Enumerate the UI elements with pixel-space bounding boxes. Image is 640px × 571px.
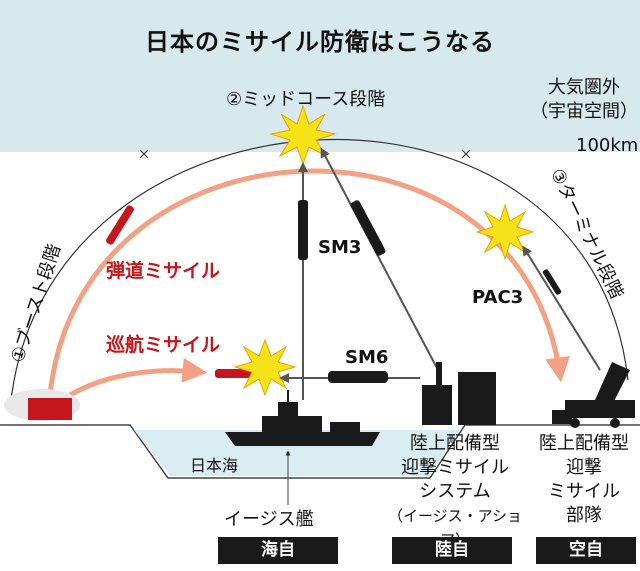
badge-air: 空自 (536, 537, 636, 564)
altitude-label: 100km (576, 135, 639, 156)
ballistic-missile-shape (106, 205, 134, 245)
pac3-label: PAC3 (472, 287, 524, 308)
cruise-missile-shape (215, 369, 257, 378)
aegis-ashore-label: 陸上配備型 迎撃ミサイル システム （イージス・アショア） (380, 432, 530, 552)
pac3-unit-line4: 部隊 (566, 505, 602, 526)
pac3-unit-line1: 陸上配備型 (539, 433, 629, 454)
pac3-unit-line3: ミサイル (548, 481, 620, 502)
ashore-missile-shape (350, 200, 386, 256)
aegis-ship-shape (225, 390, 380, 446)
sm3-missile-shape (298, 200, 308, 260)
space-label-line1: 大気圏外 (548, 77, 620, 98)
pac3-missile-shape (542, 269, 562, 295)
sea-water (134, 430, 460, 476)
aegis-ashore-shape (422, 362, 496, 425)
cruise-missile-label: 巡航ミサイル (106, 334, 221, 356)
sm6-label: SM6 (345, 347, 389, 368)
phase-midcourse-label: ②ミッドコース段階 (226, 89, 386, 110)
pac3-unit-line2: 迎撃 (566, 457, 602, 478)
pac3-path (522, 245, 601, 371)
sm6-missile-shape (328, 371, 388, 383)
sea-name: 日本海 (190, 456, 239, 475)
pac3-launcher-shape (552, 362, 635, 428)
launcher-vehicle (28, 398, 72, 420)
sm3-label: SM3 (318, 237, 362, 258)
ashore-path (320, 147, 439, 371)
explosion-cruise (233, 338, 297, 397)
badge-army: 陸自 (392, 537, 512, 564)
phase-tick-2 (461, 149, 471, 159)
badge-navy: 海自 (218, 537, 338, 564)
aegis-ship-label: イージス艦 (224, 509, 314, 530)
space-label-line2: （宇宙空間） (530, 101, 638, 122)
explosion-terminal (475, 203, 535, 261)
pac3-unit-label: 陸上配備型 迎撃 ミサイル 部隊 (528, 432, 640, 528)
space-band (0, 0, 640, 152)
cruise-trajectory (68, 357, 208, 398)
phase-arc (9, 138, 629, 411)
aegis-ashore-line3: システム (419, 481, 491, 502)
ballistic-missile-label: 弾道ミサイル (106, 260, 221, 282)
page-title: 日本のミサイル防衛はこうなる (145, 28, 495, 56)
aegis-ashore-line1: 陸上配備型 (410, 433, 500, 454)
space-label: 大気圏外 （宇宙空間） (528, 76, 640, 124)
phase-tick-1 (139, 149, 149, 159)
aegis-ashore-line2: 迎撃ミサイル (401, 457, 509, 478)
